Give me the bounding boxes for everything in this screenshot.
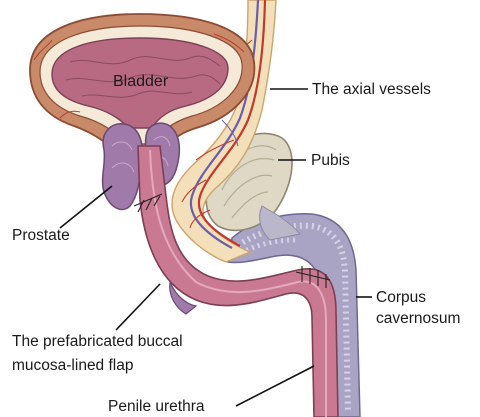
label-prostate: Prostate [12, 227, 70, 244]
leader-prostate [60, 186, 112, 228]
label-flap-line2: mucosa-lined flap [12, 357, 133, 374]
corpus-cavernosum [228, 214, 360, 417]
label-axial-vessels: The axial vessels [312, 81, 431, 98]
leader-penile-urethra [236, 366, 314, 406]
leader-flap [116, 284, 160, 330]
label-corpus: Corpus [376, 289, 426, 306]
label-cavernosum: cavernosum [376, 310, 460, 327]
label-penile-urethra: Penile urethra [108, 398, 205, 415]
label-flap-line1: The prefabricated buccal [12, 333, 183, 350]
label-bladder: Bladder [113, 73, 169, 90]
label-pubis: Pubis [311, 152, 350, 169]
